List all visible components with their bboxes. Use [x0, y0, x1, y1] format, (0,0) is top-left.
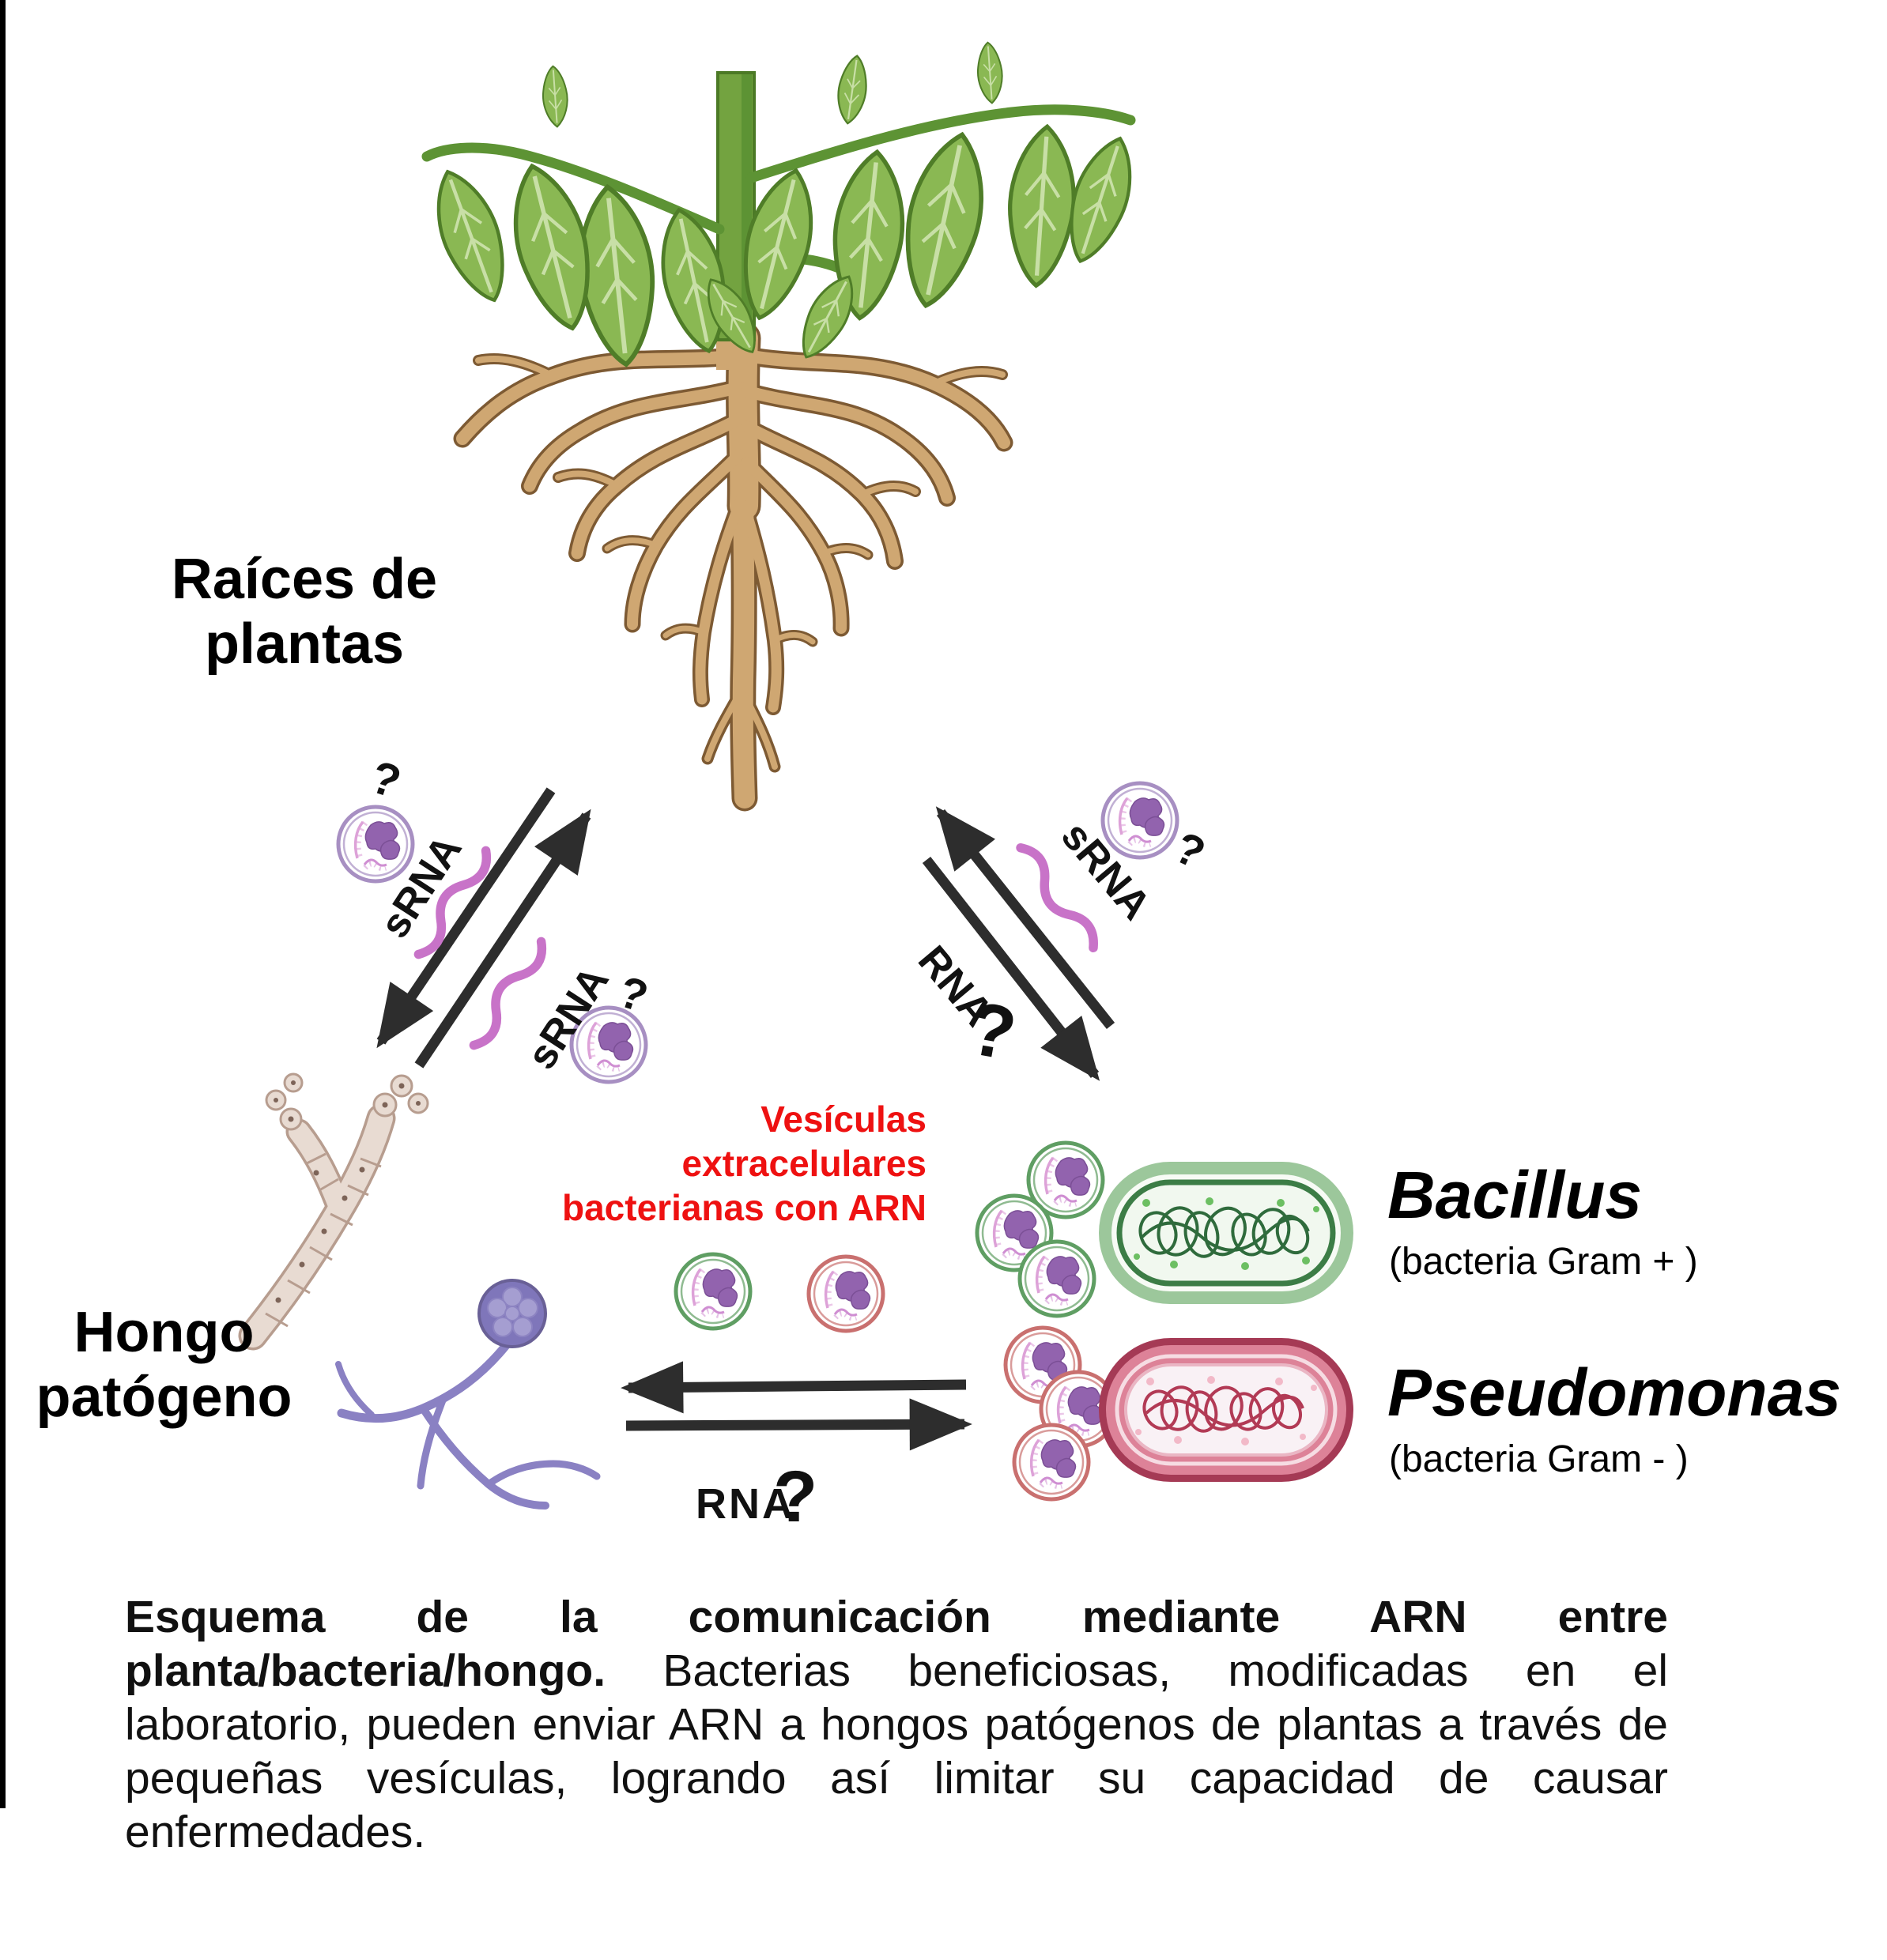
rna-label-bottom: RNA	[696, 1480, 795, 1528]
bacillus-dna-coil	[1138, 1206, 1310, 1258]
plant-illustration	[422, 40, 1145, 812]
pseudomonas-sub-label: (bacteria Gram - )	[1389, 1438, 1689, 1480]
pseudomonas-name-label: Pseudomonas	[1387, 1355, 1842, 1430]
vesicle-icon-green-large	[676, 1254, 750, 1329]
arrow-roots-to-bacteria	[922, 856, 1100, 1081]
vesicle-note-line3: bacterianas con ARN	[562, 1187, 927, 1229]
vesicle-note-line1: Vesículas	[760, 1099, 927, 1140]
vesicle-icon-green-small	[1020, 1242, 1094, 1316]
plant-roots-label-line1: Raíces de	[171, 548, 438, 611]
bacillus-sub-label: (bacteria Gram + )	[1389, 1241, 1698, 1283]
figure-caption-bold: Esquema de la comunicación mediante ARN …	[125, 1592, 1668, 1696]
pathogenic-fungus-label-line2: patógeno	[36, 1366, 292, 1430]
pseudomonas-cell	[1099, 1338, 1353, 1482]
communication-arrows	[376, 787, 1115, 1451]
figure-caption-text: Bacterias beneficiosas, modificadas en e…	[125, 1645, 1668, 1857]
vesicle-note-line2: extracelulares	[681, 1143, 927, 1185]
plant-roots-label-line2: plantas	[204, 612, 405, 677]
fungus-hyphae-illustration	[238, 1072, 429, 1351]
bacillus-cell	[1099, 1162, 1353, 1304]
plant-roots-illustration	[453, 321, 1013, 812]
question-mark-bottom: ?	[773, 1457, 818, 1537]
arrow-fungus-to-roots	[414, 808, 591, 1069]
pathogenic-fungus-label: Hongo patógeno	[28, 1300, 300, 1430]
arrow-roots-to-fungus	[376, 787, 556, 1049]
arrow-bacteria-to-roots	[935, 806, 1115, 1030]
vesicle-icon-red-large	[809, 1257, 883, 1331]
pseudomonas-dna-coil	[1142, 1385, 1304, 1433]
pathogenic-fungus-label-line1: Hongo	[74, 1301, 255, 1364]
vesicle-note-label: Vesículas extracelulares bacterianas con…	[421, 1097, 927, 1230]
plant-roots-label: Raíces de plantas	[142, 547, 466, 677]
plant-leaves	[422, 40, 1145, 368]
figure-caption: Esquema de la comunicación mediante ARN …	[125, 1590, 1668, 1859]
arrow-bacteria-to-fungus	[621, 1361, 967, 1414]
arrow-fungus-to-bacteria	[625, 1398, 972, 1451]
fungus-sporangium-illustration	[335, 1279, 601, 1510]
bacillus-name-label: Bacillus	[1387, 1158, 1643, 1232]
vesicle-icon-purple	[338, 807, 413, 881]
vesicle-icon-red-small	[1014, 1425, 1089, 1499]
figure-border-left	[0, 0, 6, 1808]
